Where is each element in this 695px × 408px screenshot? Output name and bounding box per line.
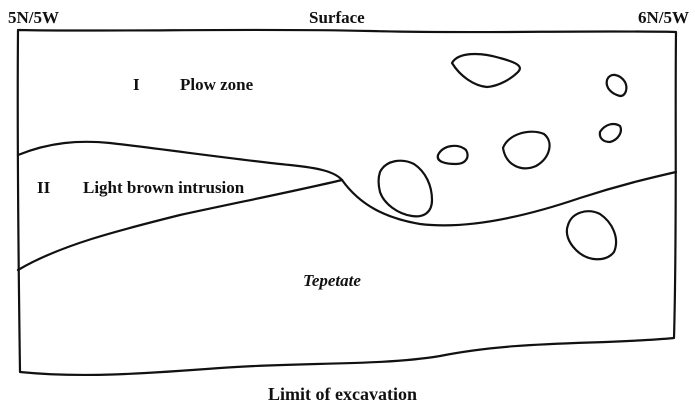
stone-2 xyxy=(607,75,627,96)
stone-5 xyxy=(503,132,550,169)
stone-6 xyxy=(379,161,433,217)
stone-4 xyxy=(438,146,468,164)
zone-ii-upper-boundary xyxy=(18,142,342,180)
tepetate-boundary xyxy=(342,172,676,225)
corner-label-left: 5N/5W xyxy=(8,9,59,26)
stone-3 xyxy=(600,124,621,142)
stone-7 xyxy=(567,211,616,259)
zone-i-name: Plow zone xyxy=(180,76,253,93)
limit-label: Limit of excavation xyxy=(268,385,417,403)
stone-1 xyxy=(452,54,520,87)
zone-i-numeral: I xyxy=(133,76,140,93)
zone-ii-numeral: II xyxy=(37,179,50,196)
profile-outline xyxy=(18,30,676,375)
zone-ii-name: Light brown intrusion xyxy=(83,179,244,196)
tepetate-name: Tepetate xyxy=(303,272,361,289)
corner-label-right: 6N/5W xyxy=(638,9,689,26)
surface-label: Surface xyxy=(309,9,365,26)
